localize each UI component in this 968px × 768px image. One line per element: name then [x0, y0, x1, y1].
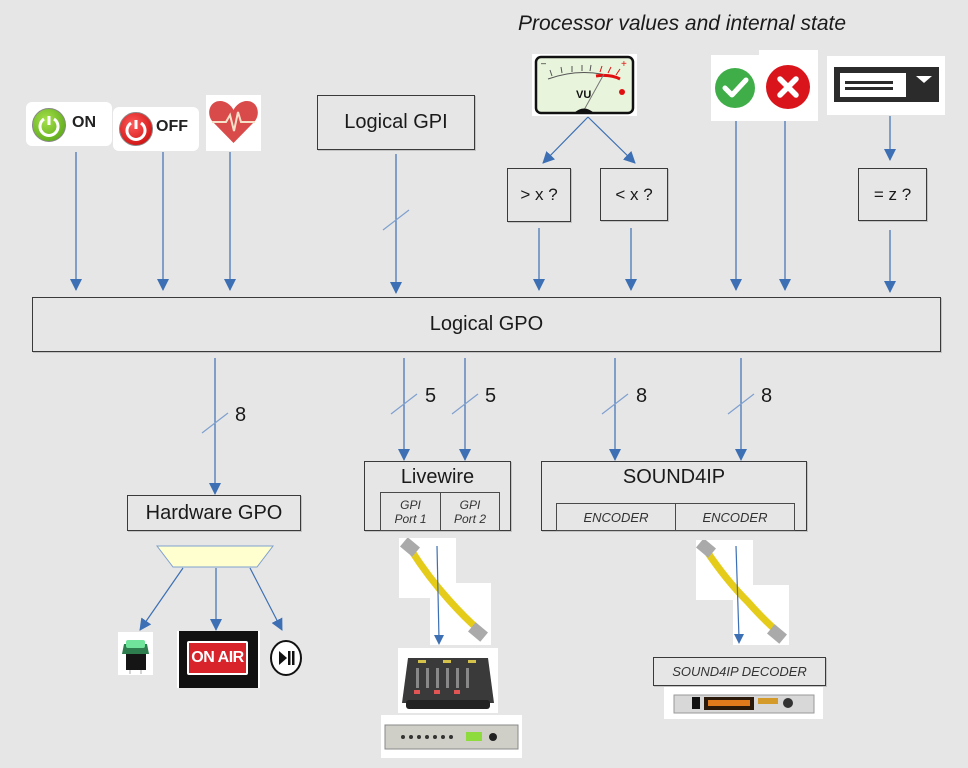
hardware-gpo-box: Hardware GPO: [127, 495, 301, 531]
bus-width-livewire-2: 5: [485, 385, 497, 407]
checkmark-icon: [715, 68, 755, 108]
play-pause-icon: [270, 640, 302, 676]
ethernet-cable-icon: [400, 538, 488, 645]
vu-meter-tile: – + VU: [532, 54, 637, 116]
on-air-device: ON AIR: [177, 631, 260, 688]
port-2-line2: Port 2: [453, 511, 486, 526]
bus-slash-livewire-2: [451, 393, 479, 415]
gpo-fanout-funnel: [155, 545, 275, 568]
bus-width-hardware: 8: [235, 404, 247, 426]
wire-vu-to-lt: [587, 116, 636, 164]
bus-width-sound4ip-1: 8: [636, 385, 648, 407]
on-button-tile: ON: [26, 102, 112, 146]
sound4ip-encoder-1: ENCODER: [556, 503, 676, 531]
mixing-console-tile: [398, 648, 498, 713]
svg-text:–: –: [541, 58, 546, 68]
livewire-gpi-port-2: GPI Port 2: [440, 492, 500, 531]
ok-state-tile: [711, 55, 760, 121]
compare-less-box: < x ?: [600, 168, 668, 221]
compare-greater-label: > x ?: [520, 185, 558, 204]
port-1-line1: GPI: [400, 497, 421, 512]
dropdown-select-icon: [834, 67, 939, 102]
svg-text:+: +: [621, 59, 627, 70]
port-1-line2: Port 1: [394, 511, 427, 526]
sound4ip-decoder-label: SOUND4IP DECODER: [672, 664, 807, 679]
wire-funnel-to-playpause: [249, 567, 283, 631]
bus-width-livewire-1: 5: [425, 385, 437, 407]
compare-equal-box: = z ?: [858, 168, 927, 221]
on-air-label: ON AIR: [191, 649, 244, 666]
hardware-gpo-label: Hardware GPO: [145, 501, 283, 524]
decoder-rack-icon: [673, 694, 815, 714]
livewire-label: Livewire: [400, 466, 475, 488]
heartbeat-icon: [209, 101, 258, 143]
vu-meter-icon: – + VU: [534, 55, 635, 115]
vu-label: VU: [576, 89, 591, 101]
rack-unit-tile: [381, 715, 522, 758]
bus-slash-sound4ip-1: [601, 393, 629, 415]
bus-slash-hardware: [201, 412, 229, 434]
rack-unit-icon: [384, 724, 519, 750]
off-label: OFF: [156, 118, 188, 135]
encoder-2-label: ENCODER: [702, 509, 768, 525]
sound4ip-label: SOUND4IP: [622, 466, 726, 488]
port-2-line1: GPI: [459, 497, 481, 512]
compare-greater-box: > x ?: [507, 168, 571, 222]
logical-gpi-label: Logical GPI: [344, 111, 448, 133]
sound4ip-encoder-2: ENCODER: [675, 503, 795, 531]
illuminated-push-button-icon: [122, 640, 149, 674]
ethernet-cable-icon: [696, 540, 787, 644]
bus-width-sound4ip-2: 8: [761, 385, 773, 407]
push-button-device: [118, 632, 153, 675]
power-off-icon: [119, 112, 153, 146]
dropdown-value-tile: [827, 56, 945, 115]
off-button-tile: OFF: [113, 107, 199, 151]
logical-gpo-label: Logical GPO: [429, 313, 544, 335]
bus-slash-sound4ip-2: [727, 393, 755, 415]
wire-vu-to-gt: [542, 116, 589, 164]
compare-equal-label: = z ?: [873, 184, 912, 204]
logical-gpo-box: Logical GPO: [32, 297, 941, 352]
bus-slash-gpi: [382, 209, 410, 231]
compare-less-label: < x ?: [615, 184, 653, 204]
power-on-icon: [32, 108, 66, 142]
bus-slash-livewire-1: [390, 393, 418, 415]
section-title: Processor values and internal state: [518, 12, 847, 35]
on-air-sign-icon: ON AIR: [187, 641, 248, 675]
livewire-gpi-port-1: GPI Port 1: [380, 492, 441, 531]
decoder-rack-tile: [664, 687, 823, 719]
sound4ip-decoder-box: SOUND4IP DECODER: [653, 657, 826, 686]
on-label: ON: [72, 114, 96, 131]
wire-funnel-to-button: [139, 567, 184, 631]
error-x-icon: [766, 65, 810, 109]
logical-gpi-box: Logical GPI: [317, 95, 475, 150]
mixing-console-icon: [402, 658, 494, 709]
encoder-1-label: ENCODER: [583, 509, 649, 525]
error-state-tile: [759, 50, 818, 121]
heartbeat-tile: [206, 95, 261, 151]
